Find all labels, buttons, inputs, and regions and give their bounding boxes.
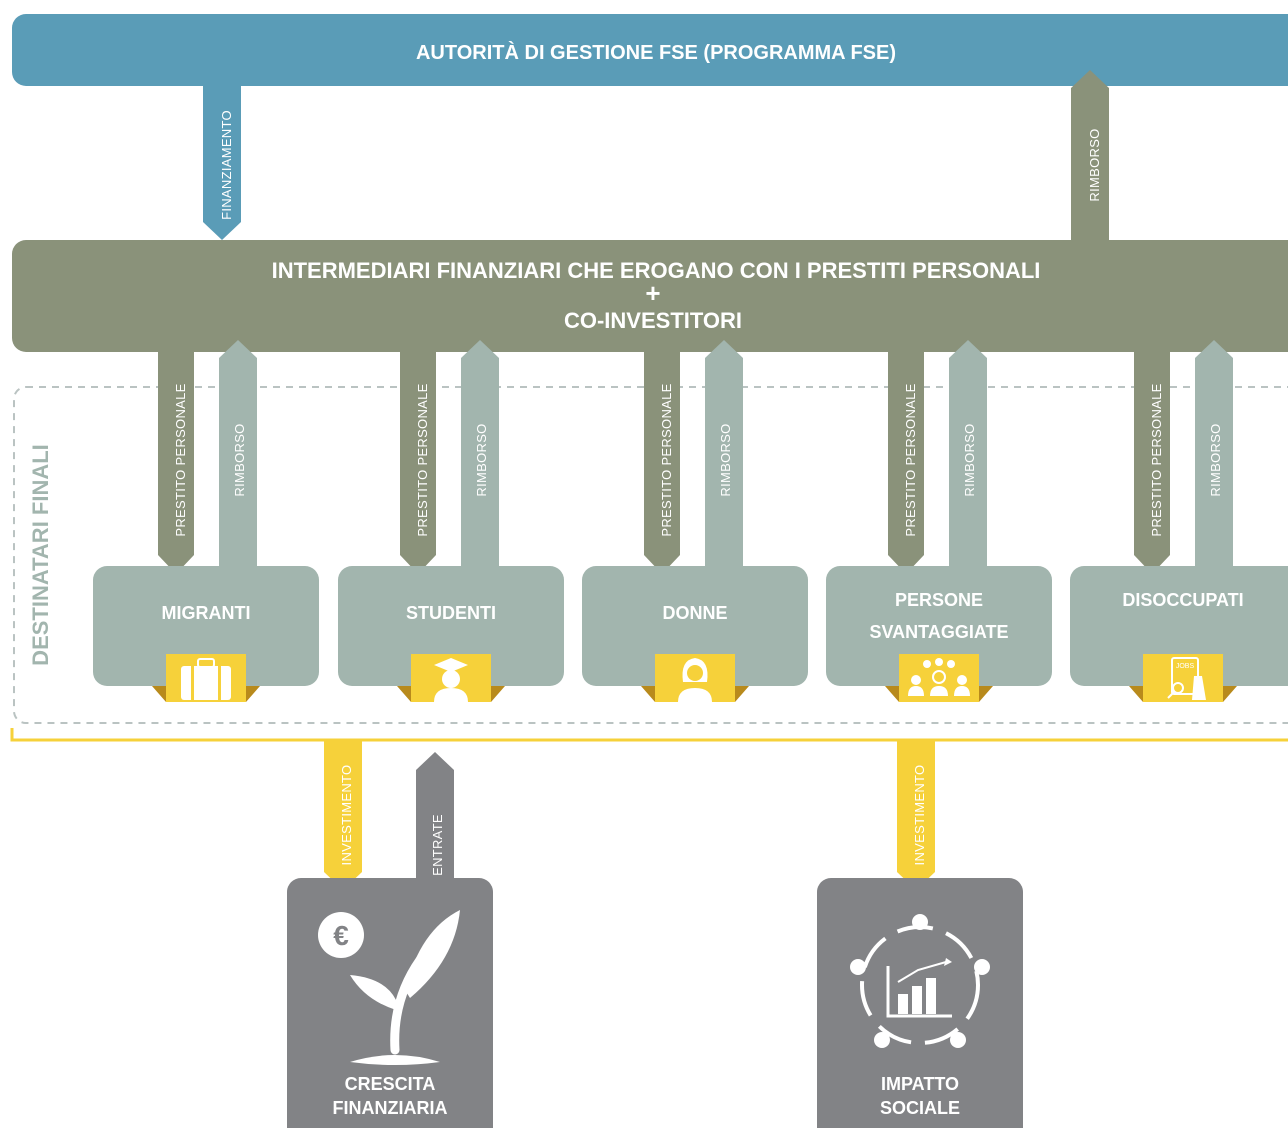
repayment-label: RIMBORSO (962, 423, 977, 496)
funding-arrow (203, 84, 241, 240)
investment-arrow-left (324, 740, 362, 890)
recipient-box (93, 566, 319, 686)
recipient-box (1070, 566, 1288, 686)
intermediaries-bar (12, 240, 1288, 352)
revenue-arrow (416, 752, 454, 890)
svg-text:€: € (333, 920, 349, 951)
repayment-label: RIMBORSO (1208, 423, 1223, 496)
loan-arrow (1134, 350, 1170, 574)
top-repayment-arrow (1071, 70, 1109, 248)
repayment-arrow (949, 340, 987, 568)
loan-label: PRESTITO PERSONALE (659, 383, 674, 536)
recipient-column-persone-svantaggiate: PRESTITO PERSONALE RIMBORSO PERSONE SVAN… (826, 340, 1052, 702)
social-impact-line2: SOCIALE (880, 1098, 960, 1118)
jobs-search-icon: JOBS (1167, 657, 1206, 700)
authority-bar (12, 14, 1288, 86)
authority-label: AUTORITÀ DI GESTIONE FSE (PROGRAMMA FSE) (416, 41, 896, 64)
loan-arrow (400, 350, 436, 574)
loan-label: PRESTITO PERSONALE (1149, 383, 1164, 536)
intermediaries-line2: CO-INVESTITORI (564, 308, 742, 333)
graduate-icon (434, 658, 468, 702)
suitcase-icon (181, 658, 231, 700)
repayment-arrow (219, 340, 257, 568)
intermediaries-line1: INTERMEDIARI FINANZIARI CHE EROGANO CON … (272, 258, 1041, 283)
loan-arrow (158, 350, 194, 574)
investment-label-left: INVESTIMENTO (339, 765, 354, 866)
recipient-column-donne: PRESTITO PERSONALE RIMBORSO DONNE (582, 340, 808, 702)
loan-arrow (888, 350, 924, 574)
svg-text:JOBS: JOBS (1176, 663, 1195, 670)
people-group-icon (908, 658, 970, 696)
woman-icon (678, 658, 712, 702)
recipient-box (826, 566, 1052, 686)
euro-plant-icon: € (318, 910, 460, 1065)
recipient-box (338, 566, 564, 686)
funding-label: FINANZIAMENTO (219, 110, 234, 220)
recipient-column-migranti: PRESTITO PERSONALE RIMBORSO MIGRANTI (93, 340, 319, 702)
recipient-column-studenti: PRESTITO PERSONALE RIMBORSO STUDENTI (338, 340, 564, 702)
repayment-arrow (705, 340, 743, 568)
recipient-box (582, 566, 808, 686)
intermediaries-plus: + (645, 278, 660, 308)
financial-growth-line1: CRESCITA (345, 1074, 436, 1094)
loan-label: PRESTITO PERSONALE (415, 383, 430, 536)
social-impact-line1: IMPATTO (881, 1074, 959, 1094)
recipient-name-line1: PERSONE (895, 590, 983, 610)
repayment-label: RIMBORSO (474, 423, 489, 496)
yellow-baseline (10, 728, 1288, 742)
loan-label: PRESTITO PERSONALE (903, 383, 918, 536)
recipient-name: DONNE (662, 603, 727, 623)
recipient-name: MIGRANTI (162, 603, 251, 623)
repayment-arrow (1195, 340, 1233, 568)
repayment-label: RIMBORSO (232, 423, 247, 496)
recipient-name-line2: SVANTAGGIATE (870, 622, 1009, 642)
revenue-label: ENTRATE (430, 814, 445, 876)
recipient-name: DISOCCUPATI (1122, 590, 1243, 610)
top-repayment-label: RIMBORSO (1087, 128, 1102, 201)
recipient-name: STUDENTI (406, 603, 496, 623)
repayment-label: RIMBORSO (718, 423, 733, 496)
social-impact-chart-icon (850, 914, 990, 1048)
investment-arrow-right (897, 740, 935, 890)
loan-label: PRESTITO PERSONALE (173, 383, 188, 536)
recipient-column-disoccupati: PRESTITO PERSONALE RIMBORSO DISOCCUPATI … (1070, 340, 1288, 702)
investment-label-right: INVESTIMENTO (912, 765, 927, 866)
financial-growth-line2: FINANZIARIA (333, 1098, 448, 1118)
repayment-arrow (461, 340, 499, 568)
final-recipients-label: DESTINATARI FINALI (28, 444, 53, 666)
loan-arrow (644, 350, 680, 574)
